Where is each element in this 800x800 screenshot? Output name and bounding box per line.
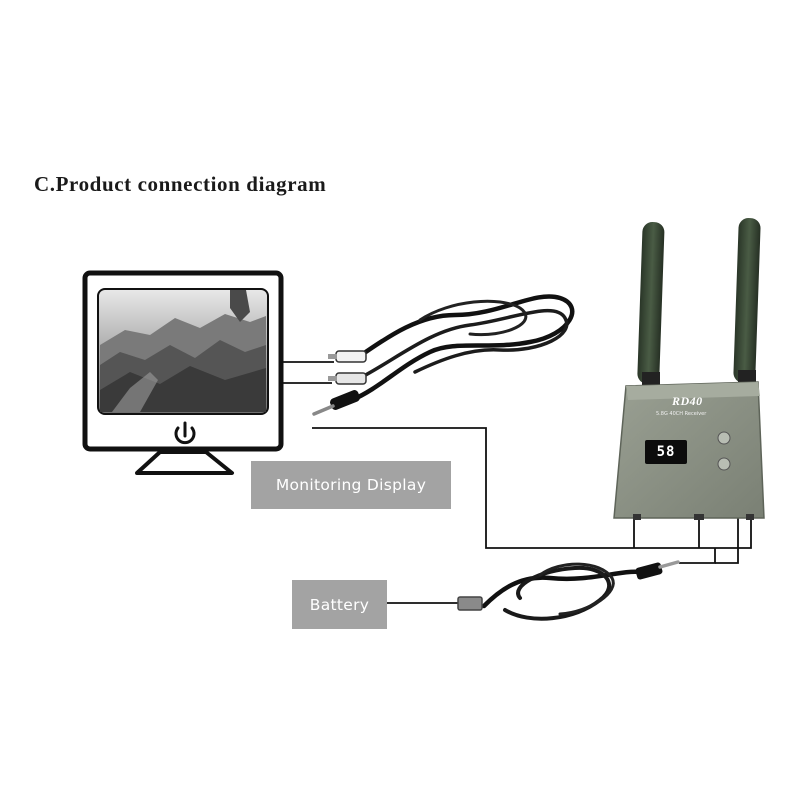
connection-lines: [281, 361, 752, 604]
av-plug-white: [328, 350, 367, 363]
channel-display: 58: [645, 440, 687, 464]
av-plug-jack: [312, 390, 360, 416]
dc-power-cable: [457, 560, 680, 621]
channel-down-button[interactable]: [717, 457, 731, 471]
battery-plug: [457, 596, 483, 611]
av-plug-red: [328, 372, 367, 385]
dc-plug: [635, 562, 663, 580]
monitor-stand: [135, 450, 234, 475]
av-cable: [312, 294, 575, 416]
crt-monitor-icon: [82, 270, 284, 475]
battery-label: Battery: [292, 580, 387, 629]
monitor-screen: [97, 288, 269, 415]
monitoring-display-label: Monitoring Display: [251, 461, 451, 509]
antenna-icon: [637, 218, 761, 386]
fpv-receiver-device: [613, 218, 765, 520]
channel-up-button[interactable]: [717, 431, 731, 445]
power-icon: [174, 421, 196, 445]
receiver-subtitle: 5.8G 40CH Receiver: [656, 411, 707, 417]
receiver-model-label: RD40: [672, 394, 703, 408]
diagram-title: C.Product connection diagram: [34, 172, 327, 196]
